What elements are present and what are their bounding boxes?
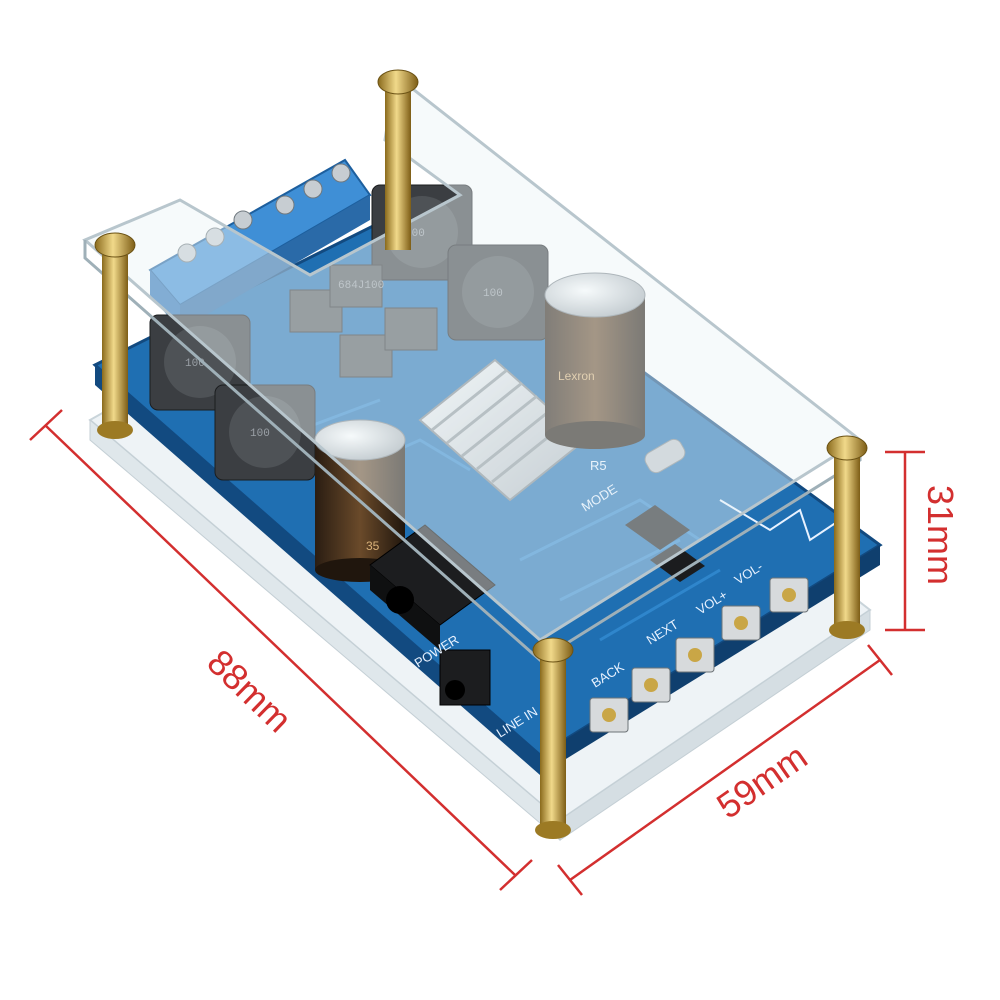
label-r5: R5 bbox=[590, 458, 607, 473]
capacitor-voltage: 35 bbox=[366, 539, 380, 553]
inductor: 100 bbox=[447, 244, 549, 341]
standoff bbox=[94, 232, 136, 439]
tactile-buttons bbox=[589, 577, 809, 733]
button-vol-minus bbox=[769, 577, 809, 613]
standoff bbox=[532, 637, 574, 839]
button-next bbox=[631, 667, 671, 703]
button-back bbox=[589, 697, 629, 733]
resistor-marking: 684J100 bbox=[338, 280, 384, 292]
standoff bbox=[377, 69, 419, 250]
speaker-terminal-block bbox=[148, 158, 372, 330]
dc-power-jack bbox=[369, 524, 496, 650]
film-components: 684J100 bbox=[289, 264, 438, 378]
button-play bbox=[675, 637, 715, 673]
button-vol-plus bbox=[721, 605, 761, 641]
capacitor-large: Lexron bbox=[544, 272, 646, 449]
width-label: 59mm bbox=[709, 736, 814, 827]
inductor-marking: 100 bbox=[483, 288, 503, 300]
brass-standoffs bbox=[94, 69, 868, 839]
capacitor-brand: Lexron bbox=[558, 369, 595, 383]
ic-chips bbox=[625, 438, 705, 582]
standoff bbox=[826, 435, 868, 639]
dimension-31mm: 31mm bbox=[885, 450, 961, 632]
height-label: 31mm bbox=[920, 485, 961, 585]
terminal-screws bbox=[177, 163, 351, 263]
line-in-jack bbox=[439, 649, 491, 706]
inductor-marking: 100 bbox=[250, 428, 270, 440]
bluetooth-antenna bbox=[719, 499, 841, 542]
